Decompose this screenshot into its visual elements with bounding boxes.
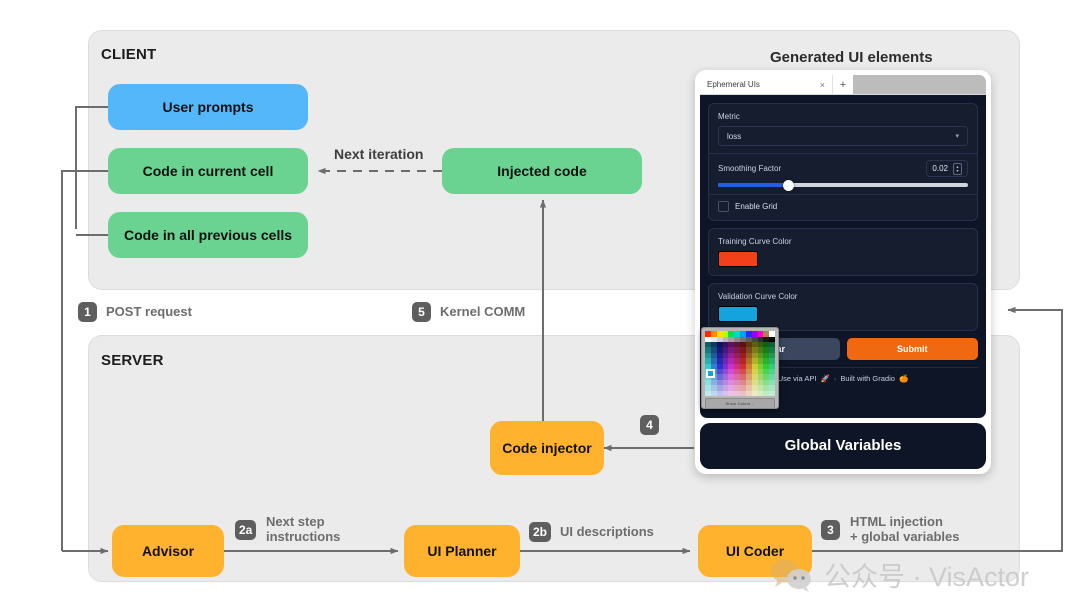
metric-select[interactable]: loss ▾: [718, 126, 968, 146]
generated-ui-caption: Generated UI elements: [770, 49, 933, 66]
badge-global-vars-flow: 4: [640, 415, 659, 435]
gradio-logo-icon: 🍊: [898, 374, 909, 383]
browser-window: Ephemeral UIs × + Metric loss ▾ Smooth: [700, 75, 986, 418]
submit-button[interactable]: Submit: [846, 338, 978, 360]
label-next-step: Next step instructions: [266, 514, 341, 545]
label-kernel-comm: Kernel COMM: [440, 304, 526, 319]
smoothing-value: 0.02: [932, 164, 948, 173]
built-with-gradio-label: Built with Gradio: [840, 374, 895, 383]
badge-ui-descriptions: 2b: [529, 522, 552, 542]
label-html-injection: HTML injection + global variables: [850, 514, 960, 545]
enable-grid-label: Enable Grid: [735, 202, 778, 211]
node-code-in-all-previous-cells[interactable]: Code in all previous cells: [108, 212, 308, 258]
badge-kernel-comm: 5: [412, 302, 431, 322]
edge-label-next-iteration: Next iteration: [334, 146, 424, 162]
server-panel-title: SERVER: [101, 352, 164, 369]
plus-icon[interactable]: +: [832, 75, 853, 94]
checkbox-icon[interactable]: [718, 201, 729, 212]
smoothing-slider[interactable]: [718, 179, 968, 191]
node-ui-planner[interactable]: UI Planner: [404, 525, 520, 577]
label-ui-descriptions: UI descriptions: [560, 524, 654, 539]
badge-html-injection: 3: [821, 520, 840, 540]
training-color-label: Training Curve Color: [718, 237, 792, 246]
badge-post-request: 1: [78, 302, 97, 322]
node-code-in-current-cell[interactable]: Code in current cell: [108, 148, 308, 194]
color-picker-gray-row[interactable]: [705, 337, 775, 342]
generated-ui-frame: Ephemeral UIs × + Metric loss ▾ Smooth: [695, 70, 991, 474]
training-color-swatch[interactable]: [718, 251, 758, 267]
selected-swatch-indicator: [706, 369, 715, 378]
slider-fill: [718, 183, 788, 187]
label-post-request: POST request: [106, 304, 192, 319]
enable-grid-checkbox[interactable]: Enable Grid: [718, 201, 968, 212]
training-color-card: Training Curve Color: [708, 228, 978, 276]
node-ui-coder[interactable]: UI Coder: [698, 525, 812, 577]
slider-handle[interactable]: [782, 179, 794, 191]
node-advisor[interactable]: Advisor: [112, 525, 224, 577]
smoothing-number-input[interactable]: 0.02 ▴▾: [926, 160, 968, 177]
use-via-api-link[interactable]: Use via API: [777, 374, 817, 383]
show-colors-button[interactable]: Show Colors…: [705, 398, 775, 409]
rocket-icon: 🚀: [820, 374, 830, 383]
browser-tab-bar: Ephemeral UIs × +: [700, 75, 986, 95]
color-picker-swatch-grid[interactable]: [705, 342, 775, 396]
gradio-app-body: Metric loss ▾ Smoothing Factor 0.02 ▴▾: [700, 95, 986, 418]
client-panel-title: CLIENT: [101, 46, 157, 63]
validation-color-card: Validation Curve Color: [708, 283, 978, 331]
node-injected-code[interactable]: Injected code: [442, 148, 642, 194]
controls-card: Metric loss ▾ Smoothing Factor 0.02 ▴▾: [708, 103, 978, 221]
validation-color-label: Validation Curve Color: [718, 292, 798, 301]
divider: [709, 194, 977, 195]
divider: [709, 153, 977, 154]
badge-next-step: 2a: [235, 520, 257, 540]
gradio-footer: Use via API 🚀 · Built with Gradio 🍊: [708, 367, 978, 383]
node-user-prompts[interactable]: User prompts: [108, 84, 308, 130]
tab-bar-filler: [853, 75, 986, 94]
node-global-variables[interactable]: Global Variables: [700, 423, 986, 469]
footer-dot: ·: [833, 374, 837, 383]
stepper-icon[interactable]: ▴▾: [953, 162, 962, 175]
smoothing-label: Smoothing Factor: [718, 164, 782, 173]
metric-label: Metric: [718, 112, 740, 121]
browser-tab-title: Ephemeral UIs: [707, 80, 760, 89]
color-picker-hue-row[interactable]: [705, 331, 775, 337]
node-code-injector[interactable]: Code injector: [490, 421, 604, 475]
chevron-down-icon: ▾: [955, 133, 959, 140]
close-icon[interactable]: ×: [819, 79, 825, 90]
color-picker-popover[interactable]: Show Colors…: [701, 327, 779, 409]
smoothing-row: Smoothing Factor 0.02 ▴▾: [718, 160, 968, 177]
metric-value: loss: [727, 131, 742, 141]
validation-color-swatch[interactable]: [718, 306, 758, 322]
browser-tab[interactable]: Ephemeral UIs ×: [700, 75, 832, 94]
